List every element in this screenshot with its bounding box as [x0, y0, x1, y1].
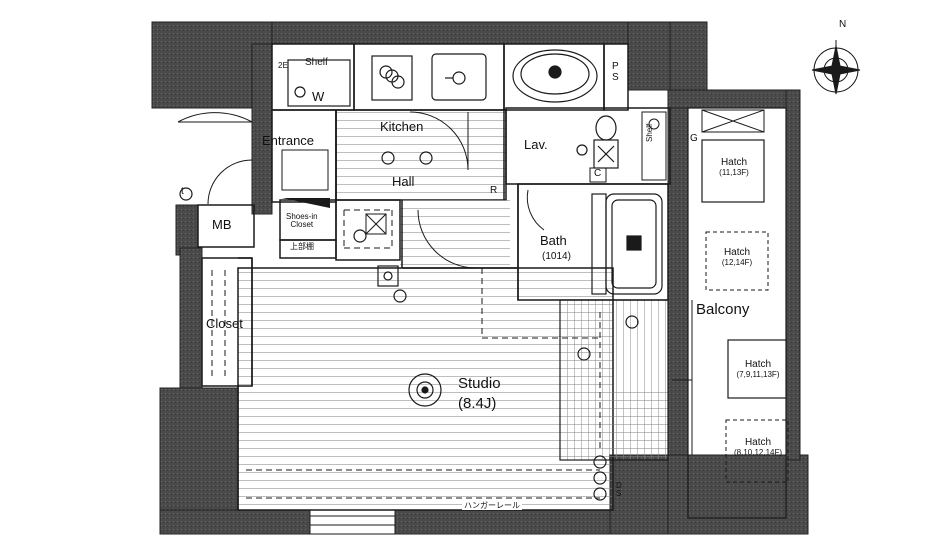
hatch-3-title: Hatch	[744, 359, 772, 370]
entrance-label: Entrance	[262, 133, 315, 148]
bathtub-icon	[591, 193, 663, 295]
hatch-4-floors: (8,10,12,14F)	[733, 447, 783, 457]
lav-shelf-label: Shelf	[645, 123, 654, 142]
ze-label: 2E	[278, 61, 288, 70]
hatch-2-title: Hatch	[723, 247, 751, 258]
hall-label: Hall	[392, 174, 415, 189]
bath-label: Bath	[540, 233, 567, 248]
shelf-label: Shelf	[305, 57, 328, 68]
ps-shaft	[603, 43, 629, 111]
ds-label: D S	[616, 481, 622, 499]
bath-size-label: (1014)	[542, 251, 571, 262]
studio-size-label: (8.4J)	[458, 395, 497, 412]
hatch-3-floors: (7,9,11,13F)	[736, 369, 780, 379]
sink-icon	[431, 53, 487, 101]
hatch-4-title: Hatch	[744, 437, 772, 448]
balcony	[687, 107, 787, 519]
hatch-label-1: Hatch (11,13F)	[706, 157, 762, 177]
lav-label: Lav.	[524, 137, 548, 152]
upper-shelf-label: 上部棚	[290, 242, 314, 251]
exterior-walls	[151, 21, 809, 535]
washer-icon	[287, 59, 351, 107]
c-label: C	[594, 168, 602, 179]
shoes-closet-label: Shoes-in Closet	[286, 212, 318, 230]
mb-label: MB	[212, 217, 232, 232]
ps-label: P S	[612, 61, 619, 83]
hatch-label-2: Hatch (12,14F)	[708, 247, 766, 267]
compass-north-label: N	[839, 19, 847, 30]
kitchen-label: Kitchen	[380, 119, 424, 134]
hatch-label-4: Hatch (8,10,12,14F)	[728, 437, 788, 457]
hanger-rail-label: ハンガーレール	[462, 501, 522, 511]
r-label: R	[490, 185, 498, 196]
washbasin-icon	[512, 49, 598, 103]
stove-icon	[371, 55, 413, 101]
toilet-icon	[576, 115, 619, 169]
hatch-label-3: Hatch (7,9,11,13F)	[730, 359, 786, 379]
ceiling-light-icon	[408, 373, 442, 407]
g-label: G	[690, 133, 698, 144]
t-label: t	[181, 186, 184, 197]
hatch-1-floors: (11,13F)	[719, 167, 749, 177]
w-label: W	[312, 89, 325, 104]
hatch-1-title: Hatch	[720, 157, 748, 168]
studio-label: Studio	[458, 375, 501, 392]
mb-room	[197, 204, 255, 248]
compass-icon	[811, 40, 861, 95]
closet-label: Closet	[206, 316, 243, 331]
balcony-label: Balcony	[694, 301, 752, 318]
hatch-2-floors: (12,14F)	[721, 257, 753, 267]
